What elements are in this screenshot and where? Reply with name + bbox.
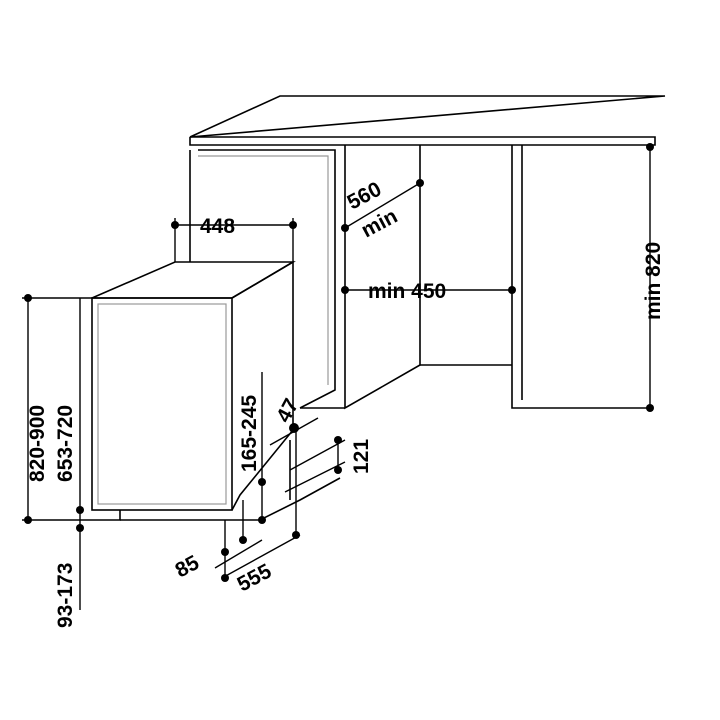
- dim-plinth-height: 93-173: [54, 563, 77, 628]
- dimension-dots: [24, 143, 654, 582]
- dimension-lines: [22, 147, 651, 610]
- dim-555: 555: [234, 560, 276, 597]
- dim-niche-depth-min: min: [358, 205, 402, 243]
- dim-total-height: 820-900: [26, 405, 49, 482]
- dim-width: 448: [200, 215, 235, 238]
- cabinet-left-panel: [189, 149, 336, 409]
- dim-47: 47: [272, 395, 303, 426]
- worktop: [189, 95, 666, 146]
- niche: [300, 145, 650, 410]
- dim-niche-width: min 450: [368, 280, 446, 303]
- dim-niche-height: min 820: [642, 242, 665, 320]
- dim-appliance-height: 653-720: [54, 405, 77, 482]
- dim-85: 85: [172, 551, 204, 582]
- dim-door-gap: 165-245: [238, 395, 261, 472]
- dishwasher: [82, 260, 341, 521]
- dim-121: 121: [350, 439, 373, 474]
- dim-niche-depth: 560: [344, 178, 386, 215]
